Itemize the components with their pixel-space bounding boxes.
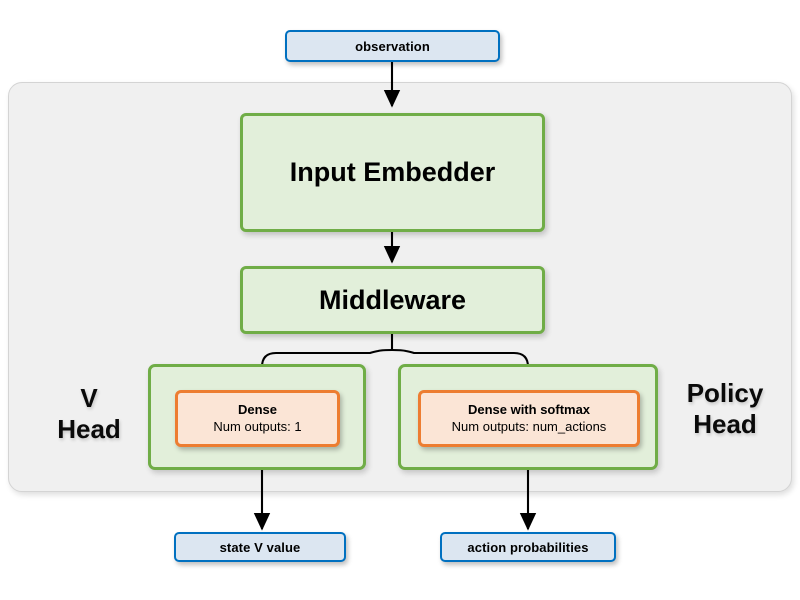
caption-v-head: V Head xyxy=(38,383,140,444)
caption-policy-head-line2: Head xyxy=(693,408,757,439)
node-observation-label: observation xyxy=(355,38,430,54)
caption-v-head-line1: V xyxy=(80,383,98,413)
node-policy-head-dense-title: Dense with softmax xyxy=(467,402,591,418)
node-state-v-value-label: state V value xyxy=(219,539,301,555)
node-action-probabilities[interactable]: action probabilities xyxy=(440,532,616,562)
node-middleware-label: Middleware xyxy=(318,284,467,315)
node-v-head-dense-title: Dense xyxy=(237,402,278,418)
node-input-embedder-label: Input Embedder xyxy=(289,157,496,187)
node-observation[interactable]: observation xyxy=(285,30,500,62)
node-policy-head-dense[interactable]: Dense with softmax Num outputs: num_acti… xyxy=(418,390,640,447)
node-state-v-value[interactable]: state V value xyxy=(174,532,346,562)
node-v-head-dense-subtitle: Num outputs: 1 xyxy=(213,418,302,434)
node-v-head-dense[interactable]: Dense Num outputs: 1 xyxy=(175,390,340,447)
node-input-embedder[interactable]: Input Embedder xyxy=(240,113,545,232)
caption-policy-head: Policy Head xyxy=(664,378,786,439)
node-policy-head-dense-subtitle: Num outputs: num_actions xyxy=(451,418,607,434)
node-middleware[interactable]: Middleware xyxy=(240,266,545,334)
caption-policy-head-line1: Policy xyxy=(686,378,764,408)
caption-v-head-line2: Head xyxy=(57,413,121,444)
node-action-probabilities-label: action probabilities xyxy=(467,539,589,555)
